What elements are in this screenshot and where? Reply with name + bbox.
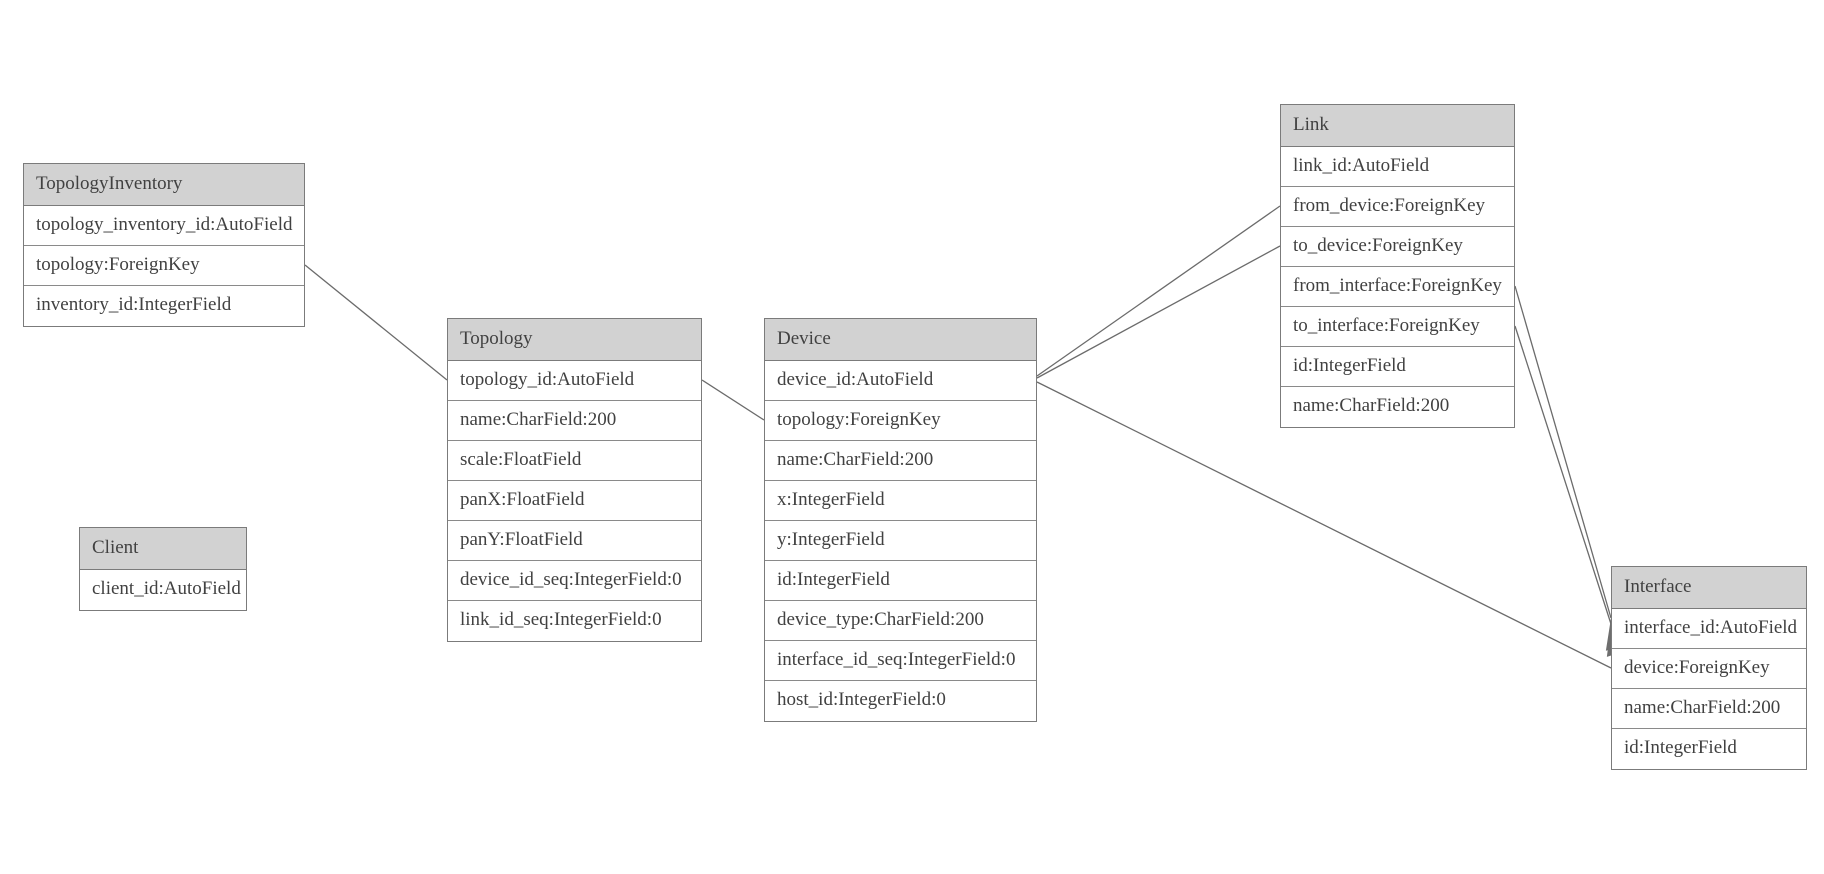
- entity-field: interface_id_seq:IntegerField:0: [765, 641, 1036, 681]
- entity-title: TopologyInventory: [24, 164, 304, 206]
- entity-title: Link: [1281, 105, 1514, 147]
- entity-field: interface_id:AutoField: [1612, 609, 1806, 649]
- entity-field: from_interface:ForeignKey: [1281, 267, 1514, 307]
- entity-field: name:CharField:200: [1612, 689, 1806, 729]
- entity-field: name:CharField:200: [1281, 387, 1514, 427]
- entity-field: inventory_id:IntegerField: [24, 286, 304, 326]
- relation-topologyinventory-topology: [304, 264, 480, 410]
- entity-field: id:IntegerField: [1612, 729, 1806, 769]
- entity-field: id:IntegerField: [765, 561, 1036, 601]
- entity-title: Topology: [448, 319, 701, 361]
- entity-field: to_device:ForeignKey: [1281, 227, 1514, 267]
- entity-field: topology:ForeignKey: [765, 401, 1036, 441]
- entity-title: Client: [80, 528, 246, 570]
- entity-field: y:IntegerField: [765, 521, 1036, 561]
- entity-title: Interface: [1612, 567, 1806, 609]
- relation-link-interface: [1514, 285, 1633, 651]
- entity-field: panY:FloatField: [448, 521, 701, 561]
- entity-field: panX:FloatField: [448, 481, 701, 521]
- entity-field: to_interface:ForeignKey: [1281, 307, 1514, 347]
- entity-field: link_id:AutoField: [1281, 147, 1514, 187]
- entity-field: client_id:AutoField: [80, 570, 246, 610]
- entity-field: device_id:AutoField: [765, 361, 1036, 401]
- entity-field: name:CharField:200: [765, 441, 1036, 481]
- entity-field: scale:FloatField: [448, 441, 701, 481]
- entity-field: name:CharField:200: [448, 401, 701, 441]
- entity-title: Device: [765, 319, 1036, 361]
- entity-field: x:IntegerField: [765, 481, 1036, 521]
- entity-field: topology:ForeignKey: [24, 246, 304, 286]
- entity-field: from_device:ForeignKey: [1281, 187, 1514, 227]
- relation-link-device: [1004, 205, 1281, 405]
- entity-field: device_id_seq:IntegerField:0: [448, 561, 701, 601]
- relation-link-interface: [1514, 325, 1634, 657]
- relation-link-device: [1003, 245, 1281, 405]
- relation-interface-device: [1003, 356, 1612, 669]
- entity-field: topology_inventory_id:AutoField: [24, 206, 304, 246]
- relation-device-topology: [669, 351, 765, 421]
- entity-field: link_id_seq:IntegerField:0: [448, 601, 701, 641]
- entity-field: id:IntegerField: [1281, 347, 1514, 387]
- entity-field: device:ForeignKey: [1612, 649, 1806, 689]
- entity-field: host_id:IntegerField:0: [765, 681, 1036, 721]
- entity-field: topology_id:AutoField: [448, 361, 701, 401]
- entity-field: device_type:CharField:200: [765, 601, 1036, 641]
